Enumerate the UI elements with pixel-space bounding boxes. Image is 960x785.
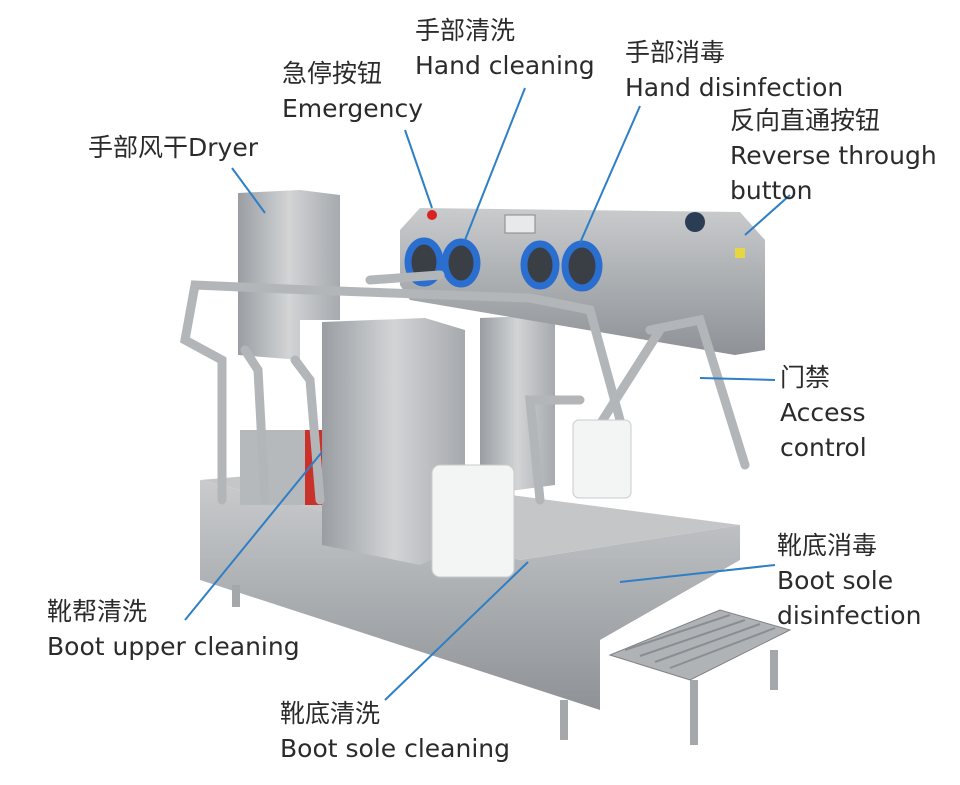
label-zh: 手部风干 [88, 133, 189, 162]
label-en: Hand cleaning [415, 51, 595, 80]
label-boot-sole-cleaning: 靴底清洗 Boot sole cleaning [280, 696, 510, 766]
canister-right [572, 419, 632, 499]
label-en: Hand disinfection [625, 73, 844, 102]
label-boot-sole-disinfection: 靴底消毒 Boot sole disinfection [777, 528, 921, 633]
vent [685, 212, 705, 232]
label-en: disinfection [777, 601, 922, 630]
label-hand-cleaning: 手部清洗 Hand cleaning [415, 13, 595, 83]
reverse-button [735, 248, 745, 258]
label-en: Boot upper cleaning [47, 632, 300, 661]
label-hand-disinfection: 手部消毒 Hand disinfection [625, 35, 843, 105]
label-en: control [780, 433, 867, 462]
leader-lines [184, 87, 791, 701]
label-en: Reverse through [730, 141, 937, 170]
center-column [322, 318, 465, 565]
canister-left [431, 464, 515, 578]
label-access-control: 门禁 Access control [780, 360, 867, 465]
label-en: button [730, 176, 813, 205]
legs [232, 585, 778, 745]
label-en: Access [780, 398, 866, 427]
label-zh: 反向直通按钮 [730, 106, 881, 135]
label-en: Boot sole cleaning [280, 734, 510, 763]
label-zh: 靴帮清洗 [47, 597, 148, 626]
label-reverse-button: 反向直通按钮 Reverse through button [730, 103, 937, 208]
label-zh: 急停按钮 [282, 59, 383, 88]
label-emergency: 急停按钮 Emergency [282, 56, 423, 126]
boot-upper-cabinet [240, 430, 315, 505]
display-panel [504, 214, 536, 234]
label-zh: 手部清洗 [415, 16, 516, 45]
label-zh: 靴底清洗 [280, 699, 381, 728]
label-en: Dryer [188, 133, 258, 162]
label-boot-upper-cleaning: 靴帮清洗 Boot upper cleaning [47, 594, 300, 664]
label-zh: 手部消毒 [625, 38, 726, 67]
emergency-button [427, 210, 437, 220]
dryer-unit [238, 190, 340, 360]
grate-bars [624, 614, 776, 669]
label-zh: 门禁 [780, 363, 831, 392]
label-zh: 靴底消毒 [777, 531, 878, 560]
label-en: Boot sole [777, 566, 894, 595]
label-en: Emergency [282, 94, 424, 123]
label-dryer: 手部风干Dryer [88, 130, 258, 165]
